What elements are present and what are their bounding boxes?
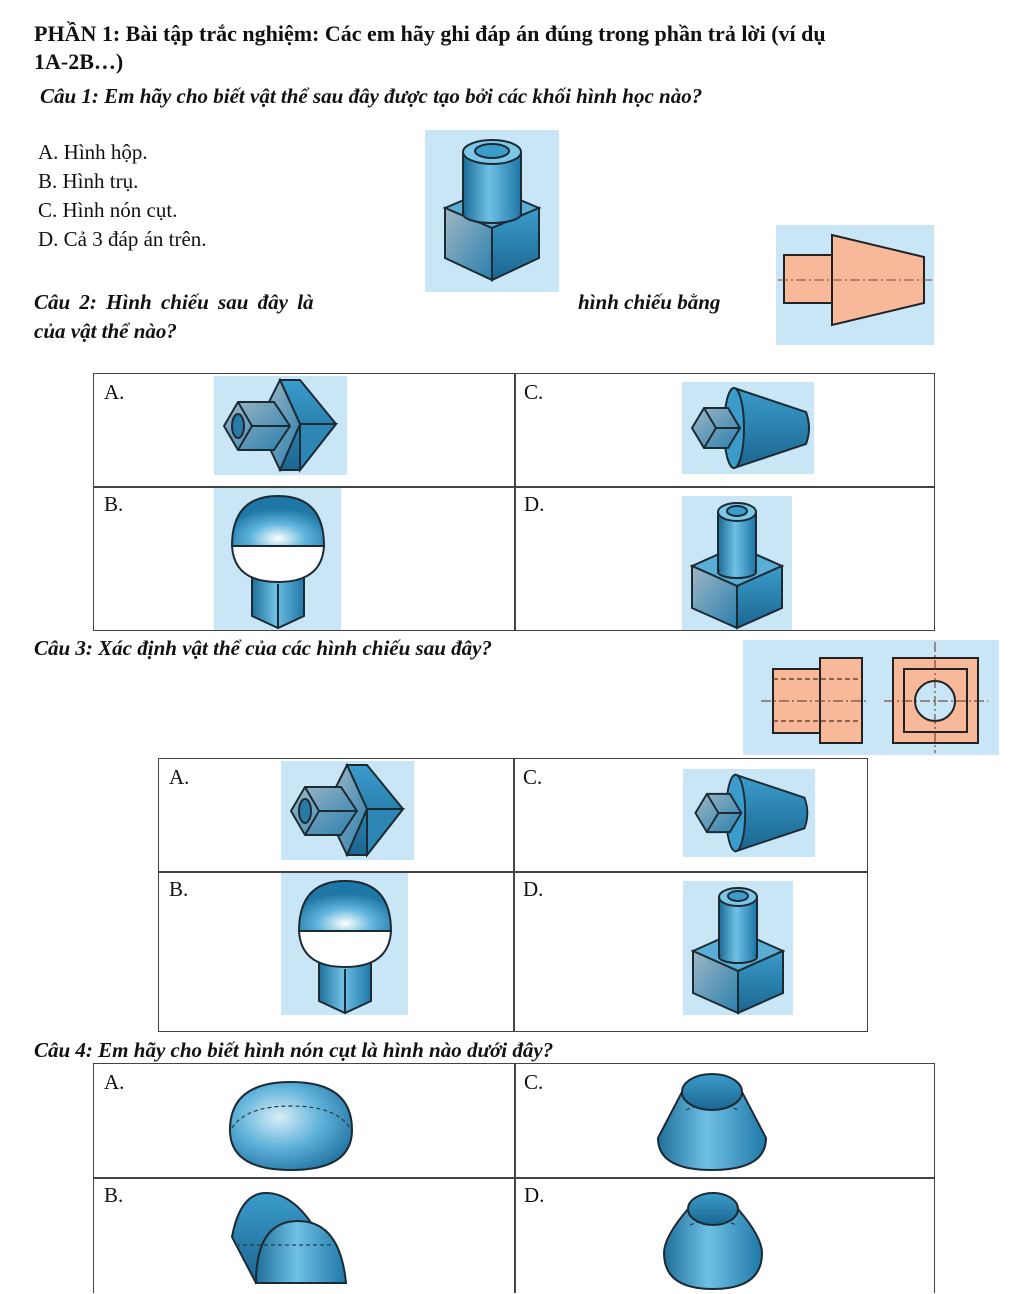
hemisphere-on-square-prism-icon [281,873,408,1015]
question-4-options-table: A. C. B. D. [93,1063,935,1293]
option-label: A. [104,380,125,404]
option-label: C. [524,1070,544,1094]
question-4-option-b[interactable]: B. [94,1177,514,1294]
question-3-option-d[interactable]: D. [513,871,867,1031]
question-1-option-a[interactable]: A. Hình hộp. [38,140,148,164]
hex-prism-with-hole-icon [281,761,414,860]
square-prism-on-truncated-cone-icon [682,382,814,474]
question-2-option-a[interactable]: A. [94,374,514,486]
question-3-option-c[interactable]: C. [513,759,867,871]
egg-shaped-solid-icon [226,1072,356,1172]
question-2-projection-figure [776,225,934,345]
question-2-options-table: A. C. [93,373,935,631]
option-label: D. [523,877,544,901]
projection-drawing-icon [778,233,932,327]
question-1-options: A. Hình hộp. B. Hình trụ. C. Hình nón cụ… [38,138,207,254]
option-label: B. [104,1183,124,1207]
question-2-prompt-part1: Câu 2: Hình chiếu sau đây là [34,290,314,314]
option-label: C. [524,380,544,404]
rounded-truncated-solid-icon [658,1187,768,1293]
question-2-option-b[interactable]: B. [94,486,514,632]
hex-prism-with-hole-icon [214,376,347,475]
option-label: B. [169,877,189,901]
question-2-option-c[interactable]: C. [514,374,934,486]
section-title-line1: PHẦN 1: Bài tập trắc nghiệm: Các em hãy … [34,21,826,46]
option-label: A. [169,765,190,789]
question-1-prompt: Câu 1: Em hãy cho biết vật thể sau đây đ… [40,84,703,108]
question-2-prompt-part2: hình chiếu bằng [578,290,721,314]
truncated-cone-icon [652,1070,772,1176]
hemisphere-on-square-prism-icon [214,488,341,630]
half-cylinder-icon [226,1187,356,1285]
question-4-option-a[interactable]: A. [94,1064,514,1177]
question-2-option-d[interactable]: D. [514,486,934,632]
question-1-option-c[interactable]: C. Hình nón cụt. [38,198,178,222]
question-3-options-table: A. C. [158,758,868,1032]
question-3-option-a[interactable]: A. [159,759,513,871]
question-4-option-d[interactable]: D. [514,1177,934,1294]
hollow-cylinder-on-box-icon [682,496,792,630]
option-label: D. [524,492,545,516]
question-2-prompt-line2: của vật thể nào? [34,319,177,343]
two-view-projection-icon [761,642,988,753]
square-prism-on-truncated-cone-icon [683,769,815,857]
hollow-cylinder-on-box-icon [683,881,793,1015]
cylinder-on-box-icon [442,139,542,282]
question-3-option-b[interactable]: B. [159,871,513,1031]
option-label: D. [524,1183,545,1207]
question-4-option-c[interactable]: C. [514,1064,934,1177]
section-title-line2: 1A-2B…) [34,49,124,74]
section-title: PHẦN 1: Bài tập trắc nghiệm: Các em hãy … [34,20,1014,76]
option-label: A. [104,1070,125,1094]
question-3-projection-figure [743,640,999,755]
question-1-option-b[interactable]: B. Hình trụ. [38,169,139,193]
question-1-option-d[interactable]: D. Cả 3 đáp án trên. [38,227,207,251]
question-1-figure [425,130,559,292]
option-label: B. [104,492,124,516]
option-label: C. [523,765,543,789]
question-4-prompt: Câu 4: Em hãy cho biết hình nón cụt là h… [34,1038,554,1062]
question-3-prompt: Câu 3: Xác định vật thể của các hình chi… [34,636,492,660]
